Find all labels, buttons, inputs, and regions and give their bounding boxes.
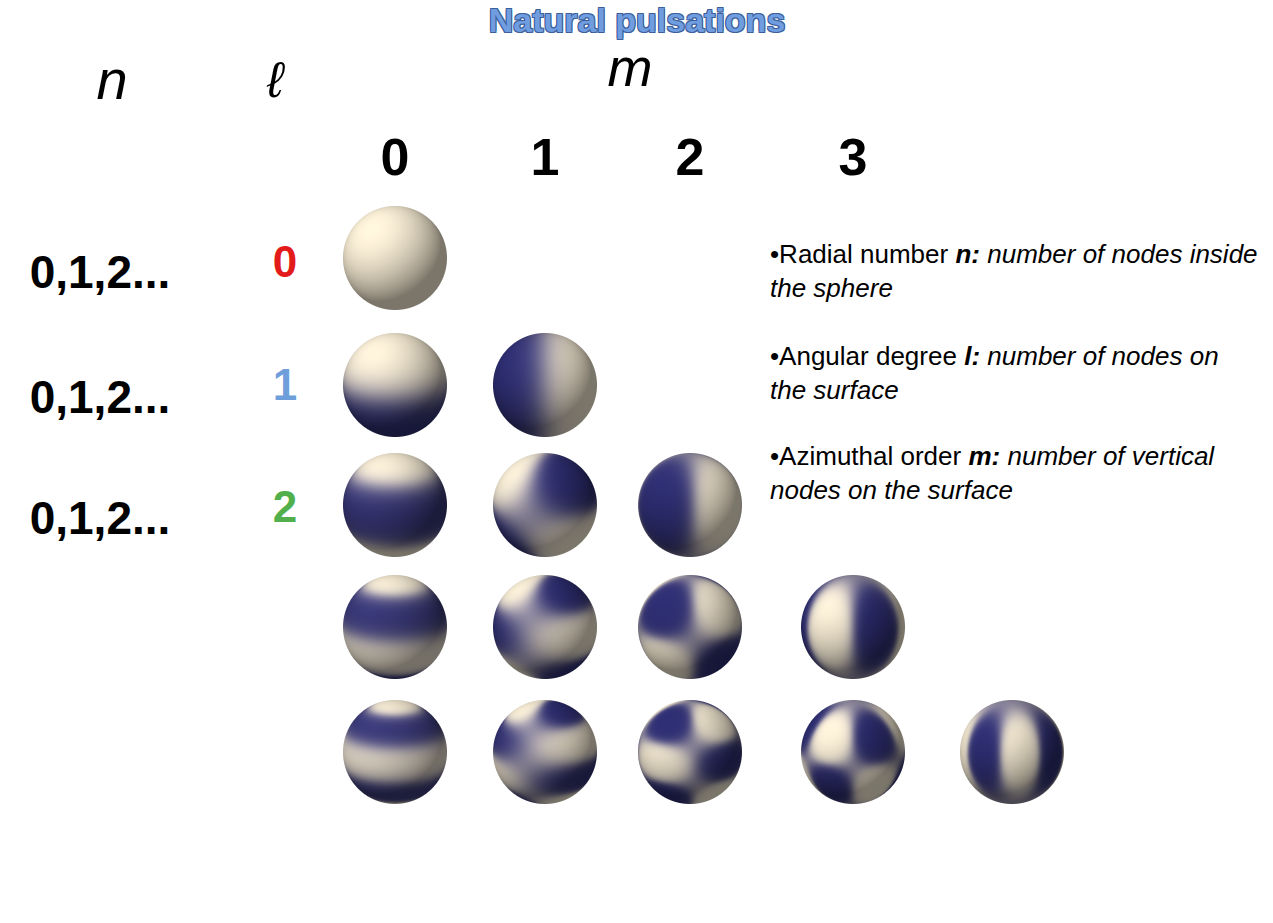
definition-term: •Azimuthal order [770,441,961,471]
harmonic-sphere [493,575,597,679]
definition-term: •Angular degree [770,341,957,371]
l-value: 2 [273,483,297,531]
definition-symbol: n: [955,239,980,269]
harmonic-sphere [638,575,742,679]
title: Natural pulsations [489,2,786,39]
definition-symbol: l: [964,341,980,371]
harmonic-sphere [801,700,905,804]
symbol-m: m [608,38,653,97]
m-value: 2 [676,129,705,186]
definition-item: •Radial numbern:number of nodes inside t… [770,238,1260,306]
m-value: 0 [381,129,410,186]
harmonic-sphere [960,700,1064,804]
n-range: 0,1,2... [30,493,171,544]
harmonic-sphere [493,453,597,557]
l-value: 1 [273,361,297,409]
definition-item: •Azimuthal orderm:number of vertical nod… [770,440,1260,508]
n-range: 0,1,2... [30,372,171,423]
m-value: 1 [531,129,560,186]
harmonic-sphere [343,333,447,437]
harmonic-sphere [343,575,447,679]
m-value: 3 [839,129,868,186]
harmonic-sphere [343,206,447,310]
harmonic-sphere [343,700,447,804]
definition-term: •Radial number [770,239,948,269]
harmonic-sphere [638,700,742,804]
definition-symbol: m: [968,441,1000,471]
symbol-n: n [96,49,127,111]
harmonic-sphere [801,575,905,679]
harmonic-sphere [493,333,597,437]
n-range: 0,1,2... [30,247,171,298]
l-value: 0 [273,238,297,286]
symbol-l: ℓ [267,53,283,108]
harmonic-sphere [638,453,742,557]
harmonic-sphere [343,453,447,557]
definition-item: •Angular degreel:number of nodes on the … [770,340,1260,408]
harmonic-sphere [493,700,597,804]
